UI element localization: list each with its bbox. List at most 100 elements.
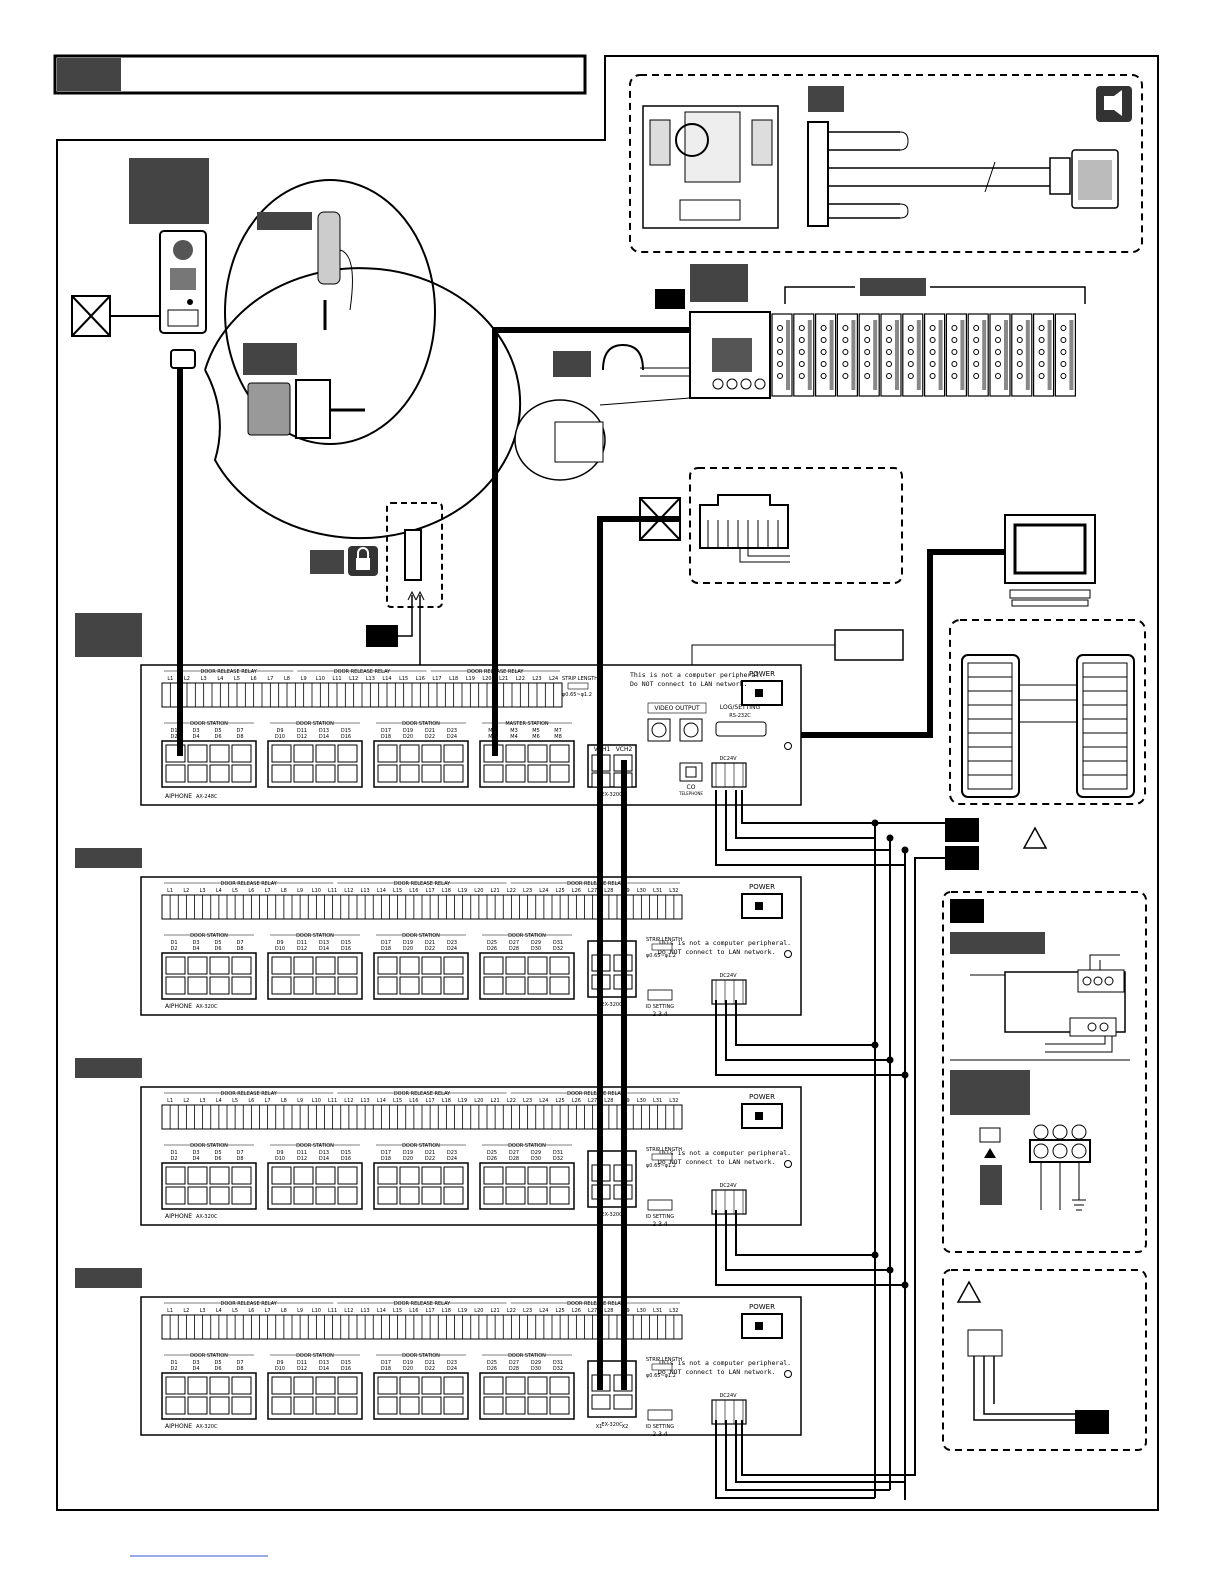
terminal-cell [187, 1396, 208, 1415]
station-number: D17 [381, 1150, 391, 1156]
relay-terminal-label: L30 [637, 1308, 646, 1314]
relay-terminal-label: L13 [361, 1098, 370, 1104]
terminal-cell [231, 976, 252, 995]
terminal-cell [399, 1376, 420, 1395]
terminal-cell [231, 744, 252, 763]
station-number: D19 [403, 1360, 413, 1366]
terminal-cell [377, 976, 398, 995]
terminal-cell [443, 976, 464, 995]
relay-terminal-label: L23 [523, 1308, 532, 1314]
caution-icon [1022, 826, 1048, 849]
station-number: D31 [553, 1360, 563, 1366]
strip-length-value: φ0.65~φ1.2 [646, 953, 676, 959]
terminal-cell [293, 1376, 314, 1395]
relay-terminal-label: L3 [201, 676, 207, 682]
relay-terminal-label: L16 [409, 1098, 418, 1104]
relay-terminal-label: L22 [507, 888, 516, 894]
relay-header: DOOR RELEASE RELAY [394, 1301, 451, 1307]
terminal-cell [421, 1186, 442, 1205]
relay-terminal-label: L13 [366, 676, 375, 682]
relay-terminal-label: L23 [523, 1098, 532, 1104]
power-supply-2 [945, 846, 979, 870]
relay-terminal-label: L15 [399, 676, 408, 682]
station-number: D10 [275, 1366, 285, 1372]
dc24v-label: DC24V [719, 1393, 737, 1399]
terminal-cell [443, 764, 464, 783]
terminal-cell [187, 744, 208, 763]
relay-terminal-label: L15 [393, 1308, 402, 1314]
relay-terminal-label: L4 [217, 676, 223, 682]
terminal-cell [337, 764, 358, 783]
terminal-cell [527, 956, 548, 975]
station-group-label: DOOR STATION [296, 721, 334, 727]
relay-terminal-label: L31 [653, 888, 662, 894]
terminal-cell [399, 976, 420, 995]
terminal-cell [399, 1166, 420, 1185]
terminal-cell [505, 1166, 526, 1185]
station-number: D10 [275, 946, 285, 952]
id-setting-numbers: 2 3 4 [652, 1431, 667, 1438]
relay-terminal-label: L7 [265, 1098, 271, 1104]
relay-terminal-label: L10 [312, 888, 321, 894]
station-number: D30 [531, 1366, 541, 1372]
station-number: D31 [553, 1150, 563, 1156]
sub-station [771, 313, 793, 397]
station-number: D26 [487, 1366, 497, 1372]
terminal-cell [209, 976, 230, 995]
sub-station [1032, 313, 1055, 397]
relay-terminal-label: L22 [507, 1308, 516, 1314]
expansion-label: EX-320C [601, 1212, 623, 1218]
terminal-cell [527, 764, 548, 783]
relay-terminal-label: L3 [200, 1098, 206, 1104]
station-number: D19 [403, 728, 413, 734]
relay-terminal-label: L18 [449, 676, 458, 682]
relay-header: DOOR RELEASE RELAY [221, 1301, 278, 1307]
bus-junction [871, 1251, 879, 1259]
station-number: D16 [341, 946, 351, 952]
terminal-cell [187, 1376, 208, 1395]
station-number: D19 [403, 940, 413, 946]
terminal-cell [377, 956, 398, 975]
sub-station [945, 313, 968, 397]
terminal-cell [337, 1396, 358, 1415]
sub-station [858, 313, 880, 397]
station-number: D17 [381, 1360, 391, 1366]
dc24v-terminal [711, 979, 747, 1005]
station-number: D27 [509, 1360, 519, 1366]
relay-terminal-label: L15 [393, 1098, 402, 1104]
sub-station [793, 313, 815, 397]
terminal-cell [505, 1186, 526, 1205]
bus-junction [886, 1266, 894, 1274]
terminal-cell [231, 1396, 252, 1415]
station-number: D1 [170, 940, 177, 946]
terminal-cell [527, 1166, 548, 1185]
terminal-cell [399, 744, 420, 763]
station-number: D18 [381, 1366, 391, 1372]
dc24v-terminal [711, 1399, 747, 1425]
power-supply-detail [942, 891, 1147, 1253]
station-number: D10 [275, 734, 285, 740]
sub-station [989, 313, 1011, 397]
strip-length-label: STRIP LENGTH [646, 1147, 682, 1153]
expansion-label: EX-320C [601, 792, 623, 798]
terminal-cell [271, 744, 292, 763]
terminal-cell [231, 764, 252, 783]
station-number: D29 [531, 1360, 541, 1366]
terminal-cell [505, 744, 526, 763]
relay-terminal-label: L20 [474, 1098, 483, 1104]
bus-junction [886, 1056, 894, 1064]
station-number: D3 [192, 728, 199, 734]
terminal-cell [271, 1186, 292, 1205]
relay-terminal-label: L20 [474, 1308, 483, 1314]
station-number: M6 [532, 734, 540, 740]
terminal-cell [337, 976, 358, 995]
station-number: D4 [192, 946, 199, 952]
terminal-cell [209, 1396, 230, 1415]
station-number: D4 [192, 1366, 199, 1372]
station-number: D27 [509, 1150, 519, 1156]
relay-header: DOOR RELEASE RELAY [221, 1091, 278, 1097]
terminal-cell [483, 1396, 504, 1415]
relay-terminal-label: L10 [312, 1308, 321, 1314]
pin-cell [967, 774, 1013, 790]
relay-terminal-label: L17 [432, 676, 441, 682]
